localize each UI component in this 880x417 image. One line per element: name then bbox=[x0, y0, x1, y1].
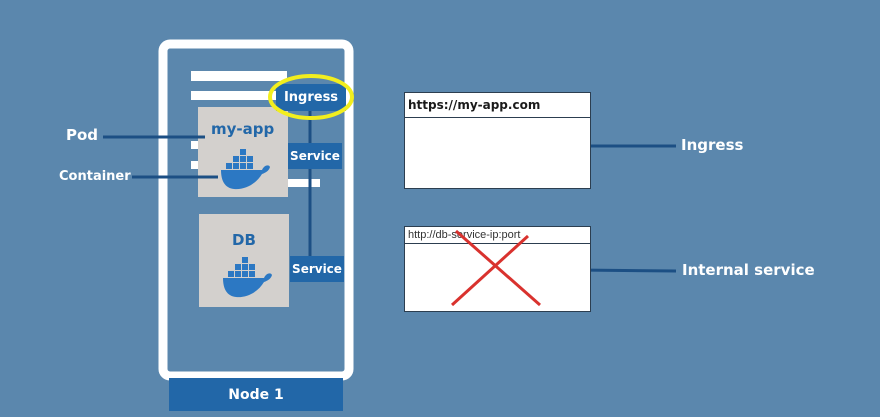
db-label: DB bbox=[232, 231, 256, 249]
docker-whale-icon bbox=[221, 149, 270, 190]
internal-service-pointer-line bbox=[576, 268, 677, 273]
address-bar[interactable]: https://my-app.com bbox=[405, 93, 590, 118]
my-app-label: my-app bbox=[211, 120, 275, 138]
service-box-my-app: Service bbox=[288, 143, 342, 169]
ingress-side-label: Ingress bbox=[681, 136, 744, 154]
pod-label: Pod bbox=[66, 126, 99, 144]
browser-window-internal: http://db-service-ip:port bbox=[404, 226, 591, 312]
container-label: Container bbox=[59, 169, 131, 184]
ingress-box: Ingress bbox=[276, 84, 346, 111]
node-outline bbox=[158, 39, 354, 381]
address-bar[interactable]: http://db-service-ip:port bbox=[405, 227, 590, 244]
service-box-db: Service bbox=[290, 256, 344, 282]
internal-service-label: Internal service bbox=[682, 261, 815, 279]
docker-whale-icon bbox=[223, 257, 272, 298]
browser-window-public: https://my-app.com bbox=[404, 92, 591, 189]
node-label: Node 1 bbox=[169, 378, 343, 411]
